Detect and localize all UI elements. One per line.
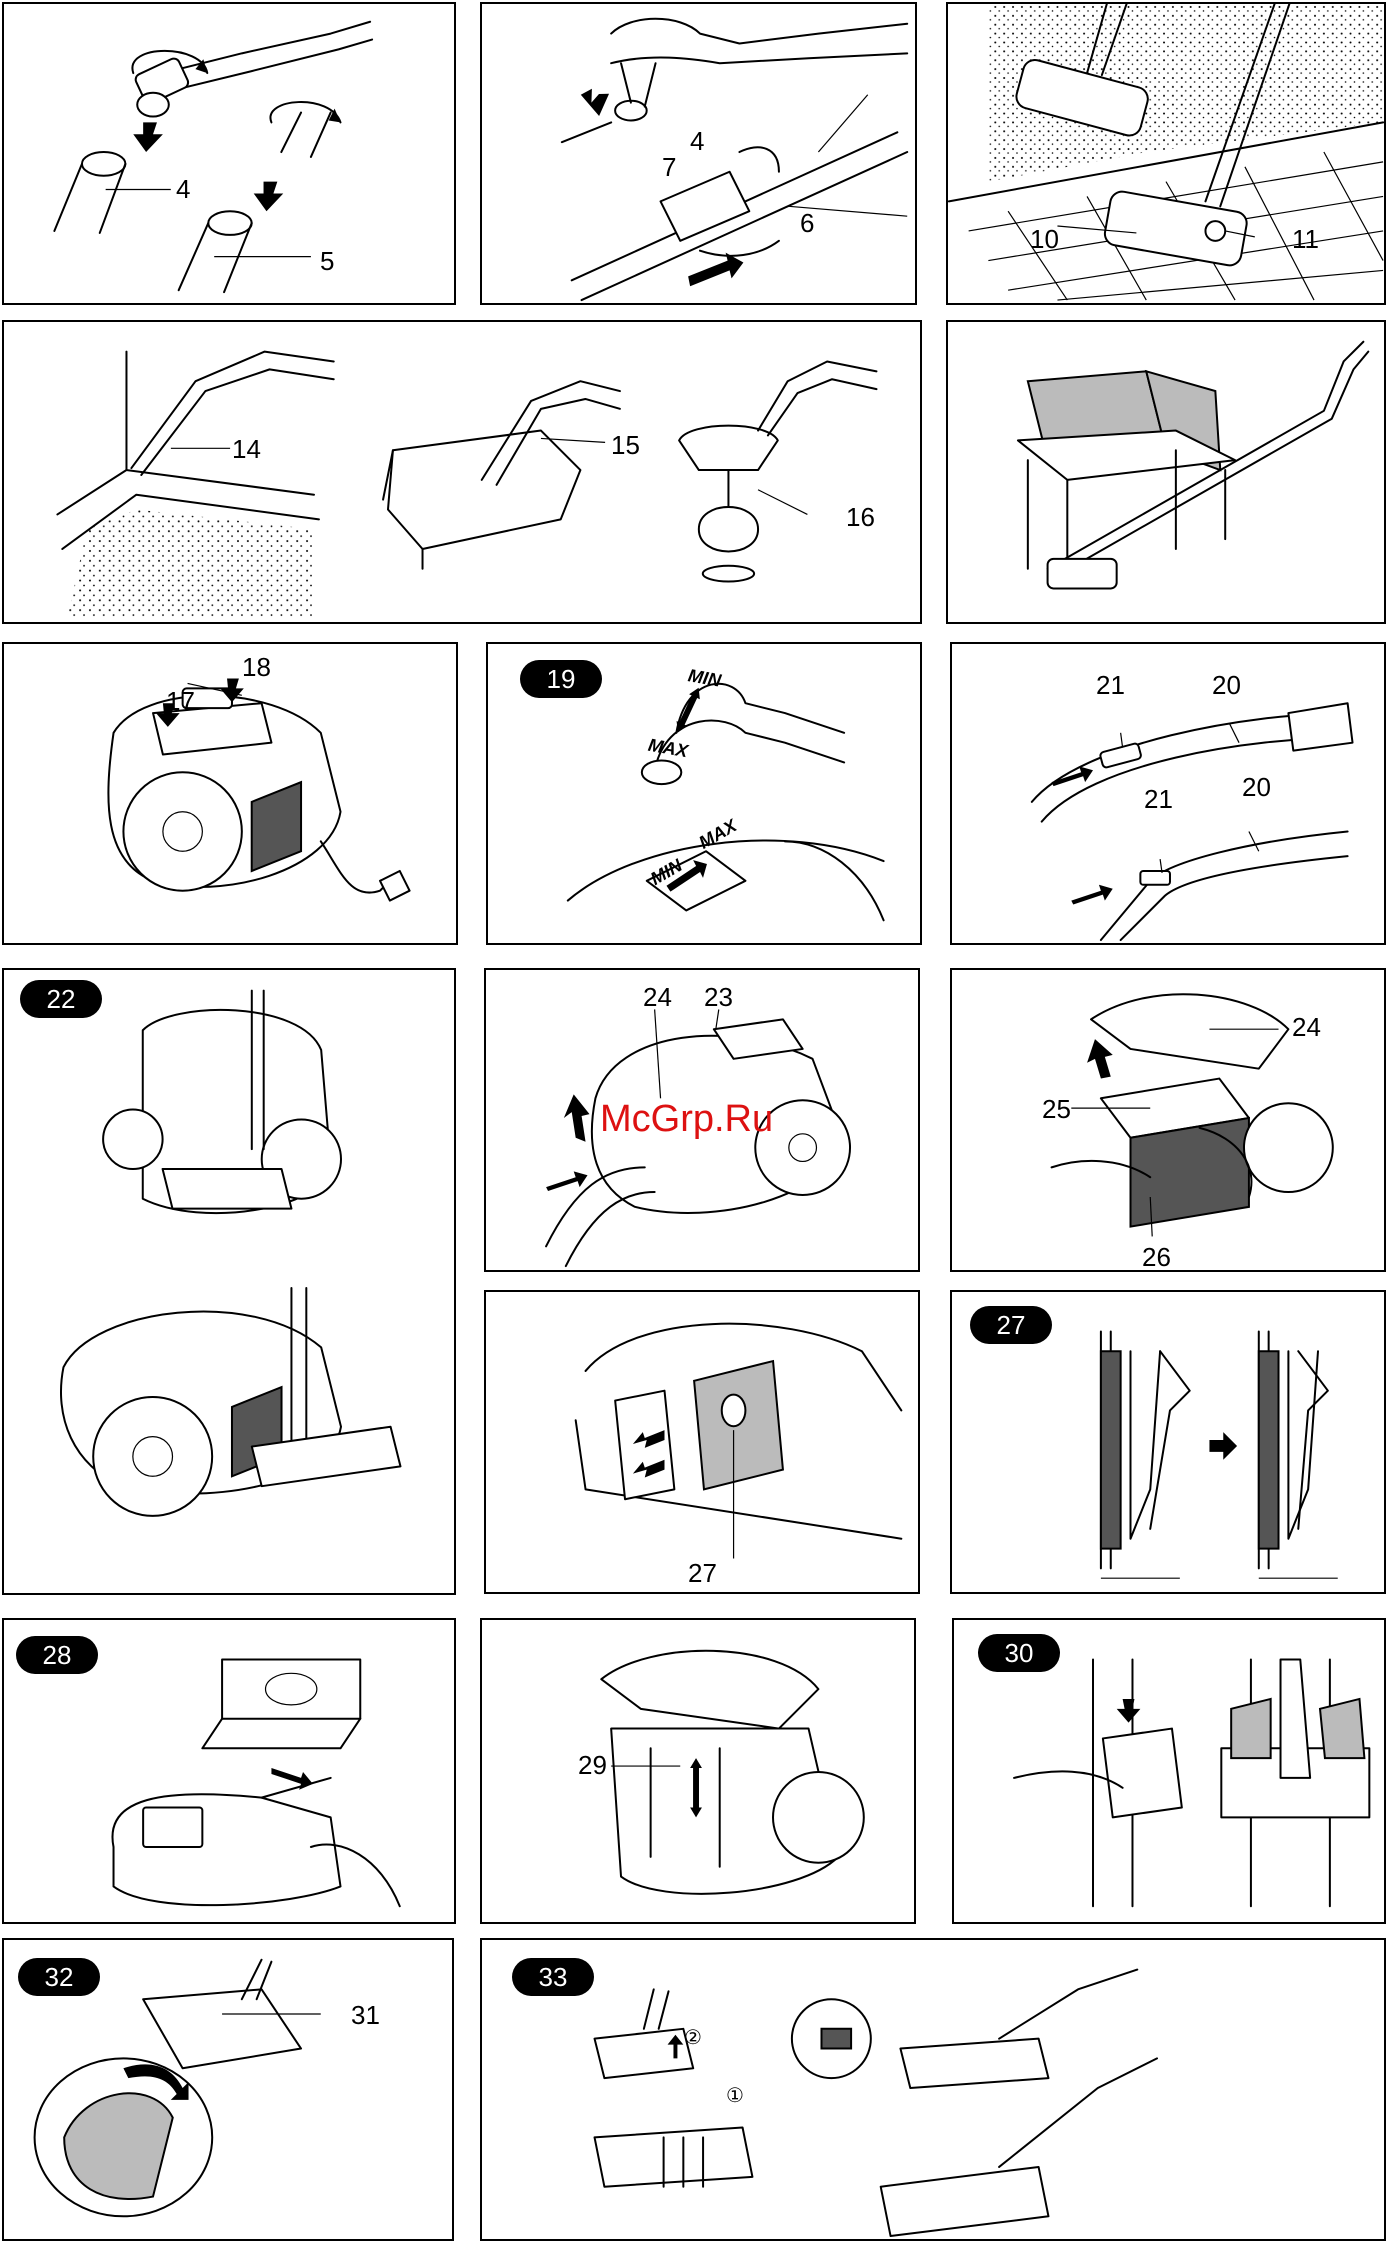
figure-bag-lever: 29: [480, 1618, 916, 1924]
figure-suction-power: 19 MIN MAX MIN MAX: [486, 642, 922, 945]
step-badge-22: 22: [20, 980, 102, 1018]
figure-accessory-clip: 30: [952, 1618, 1386, 1924]
label-part-4: 4: [176, 176, 190, 202]
label-part-24: 24: [643, 984, 672, 1010]
step-badge-33: 33: [512, 1958, 594, 1996]
figure-dust-container: 24 25 26: [950, 968, 1386, 1272]
label-part-21-bottom: 21: [1144, 786, 1173, 812]
step-badge-30: 30: [978, 1634, 1060, 1672]
figure-bag-insert: 27: [950, 1290, 1386, 1594]
illustration-furniture-vacuum: [948, 322, 1384, 622]
figure-accessories-use: 14 15 16: [2, 320, 922, 624]
label-part-20-top: 20: [1212, 672, 1241, 698]
label-part-27: 27: [688, 1560, 717, 1586]
illustration-floor-nozzle: [948, 4, 1384, 303]
label-part-29: 29: [578, 1752, 607, 1778]
label-part-24: 24: [1292, 1014, 1321, 1040]
label-part-16: 16: [846, 504, 875, 530]
label-part-31: 31: [351, 2002, 380, 2028]
step-marker-2: ②: [684, 2028, 702, 2048]
figure-turbo-nozzle-clean: 33 ② ①: [480, 1938, 1386, 2241]
label-part-6: 6: [800, 210, 814, 236]
step-badge-28: 28: [16, 1636, 98, 1674]
watermark: McGrp.Ru: [600, 1098, 773, 1141]
label-part-17: 17: [166, 688, 195, 714]
label-part-23: 23: [704, 984, 733, 1010]
illustration-hose-attach: [4, 4, 454, 303]
label-part-18: 18: [242, 654, 271, 680]
figure-open-cover: 24 23 McGrp.Ru: [484, 968, 920, 1272]
label-part-11: 11: [1292, 226, 1319, 252]
figure-cord-rewind: 18 17: [2, 642, 458, 945]
illustration-turbo-nozzle-clean: [482, 1940, 1384, 2239]
step-badge-19: 19: [520, 660, 602, 698]
figure-slide-control: 21 20 21 20: [950, 642, 1386, 945]
figure-nozzle-lever: 32 31: [2, 1938, 454, 2241]
label-part-7: 7: [662, 154, 676, 180]
label-part-25: 25: [1042, 1096, 1071, 1122]
step-marker-1: ①: [726, 2086, 744, 2106]
figure-floor-nozzle: 10 11: [946, 2, 1386, 305]
figure-hose-attach: 4 5: [2, 2, 456, 305]
figure-parking-positions: 22: [2, 968, 456, 1595]
label-part-20-bottom: 20: [1242, 774, 1271, 800]
label-part-14: 14: [232, 436, 261, 462]
label-part-4: 4: [690, 128, 704, 154]
figure-filter-holder: 27: [484, 1290, 920, 1594]
illustration-cord-rewind: [4, 644, 456, 943]
figure-furniture-vacuum: [946, 320, 1386, 624]
figure-bag-seal: 28: [2, 1618, 456, 1924]
illustration-filter-holder: [486, 1292, 918, 1592]
step-badge-27: 27: [970, 1306, 1052, 1344]
figure-tube-adjust: 4 7 6: [480, 2, 917, 305]
illustration-parking-positions: [4, 970, 454, 1593]
label-part-5: 5: [320, 248, 334, 274]
label-part-26: 26: [1142, 1244, 1171, 1270]
label-part-10: 10: [1030, 226, 1059, 252]
label-part-15: 15: [611, 432, 640, 458]
label-part-21-top: 21: [1096, 672, 1125, 698]
illustration-accessories-use: [4, 322, 920, 622]
illustration-bag-lever: [482, 1620, 914, 1922]
step-badge-32: 32: [18, 1958, 100, 1996]
